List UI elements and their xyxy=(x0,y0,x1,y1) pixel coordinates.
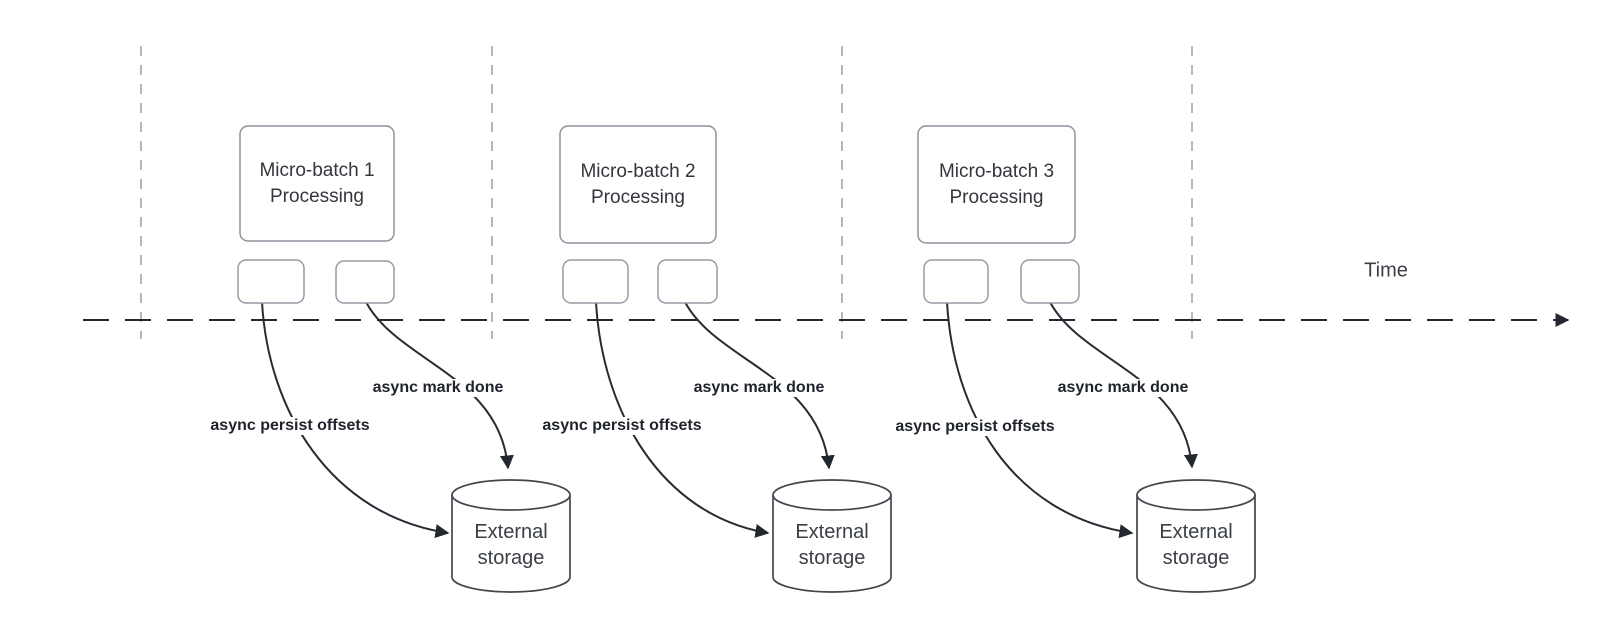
external-storage-cylinder-3 xyxy=(1136,479,1256,593)
microbatch-2-box xyxy=(559,125,717,244)
persist-offsets-label-2: async persist offsets xyxy=(539,417,705,435)
persist-task-box-3 xyxy=(923,259,989,304)
persist-offsets-label-3: async persist offsets xyxy=(892,418,1058,436)
done-task-box-3 xyxy=(1020,259,1080,304)
done-task-box-2 xyxy=(657,259,718,304)
microbatch-1-box xyxy=(239,125,395,242)
microbatch-3-box xyxy=(917,125,1076,244)
time-axis-label: Time xyxy=(1364,259,1408,282)
mark-done-label-1: async mark done xyxy=(369,379,507,397)
persist-offsets-label-1: async persist offsets xyxy=(207,417,373,435)
done-task-box-1 xyxy=(335,260,395,304)
persist-task-box-2 xyxy=(562,259,629,304)
mark-done-arrow-2 xyxy=(684,301,835,470)
external-storage-cylinder-2 xyxy=(772,479,892,593)
persist-offsets-arrow-1 xyxy=(261,301,450,539)
mark-done-arrow-3 xyxy=(1049,301,1198,469)
mark-done-label-3: async mark done xyxy=(1054,379,1192,397)
external-storage-cylinder-1 xyxy=(451,479,571,593)
mark-done-label-2: async mark done xyxy=(690,379,828,397)
persist-offsets-arrow-2 xyxy=(595,301,770,538)
mark-done-arrow-1 xyxy=(365,301,514,470)
persist-offsets-arrow-3 xyxy=(946,301,1134,539)
persist-task-box-1 xyxy=(237,259,305,304)
